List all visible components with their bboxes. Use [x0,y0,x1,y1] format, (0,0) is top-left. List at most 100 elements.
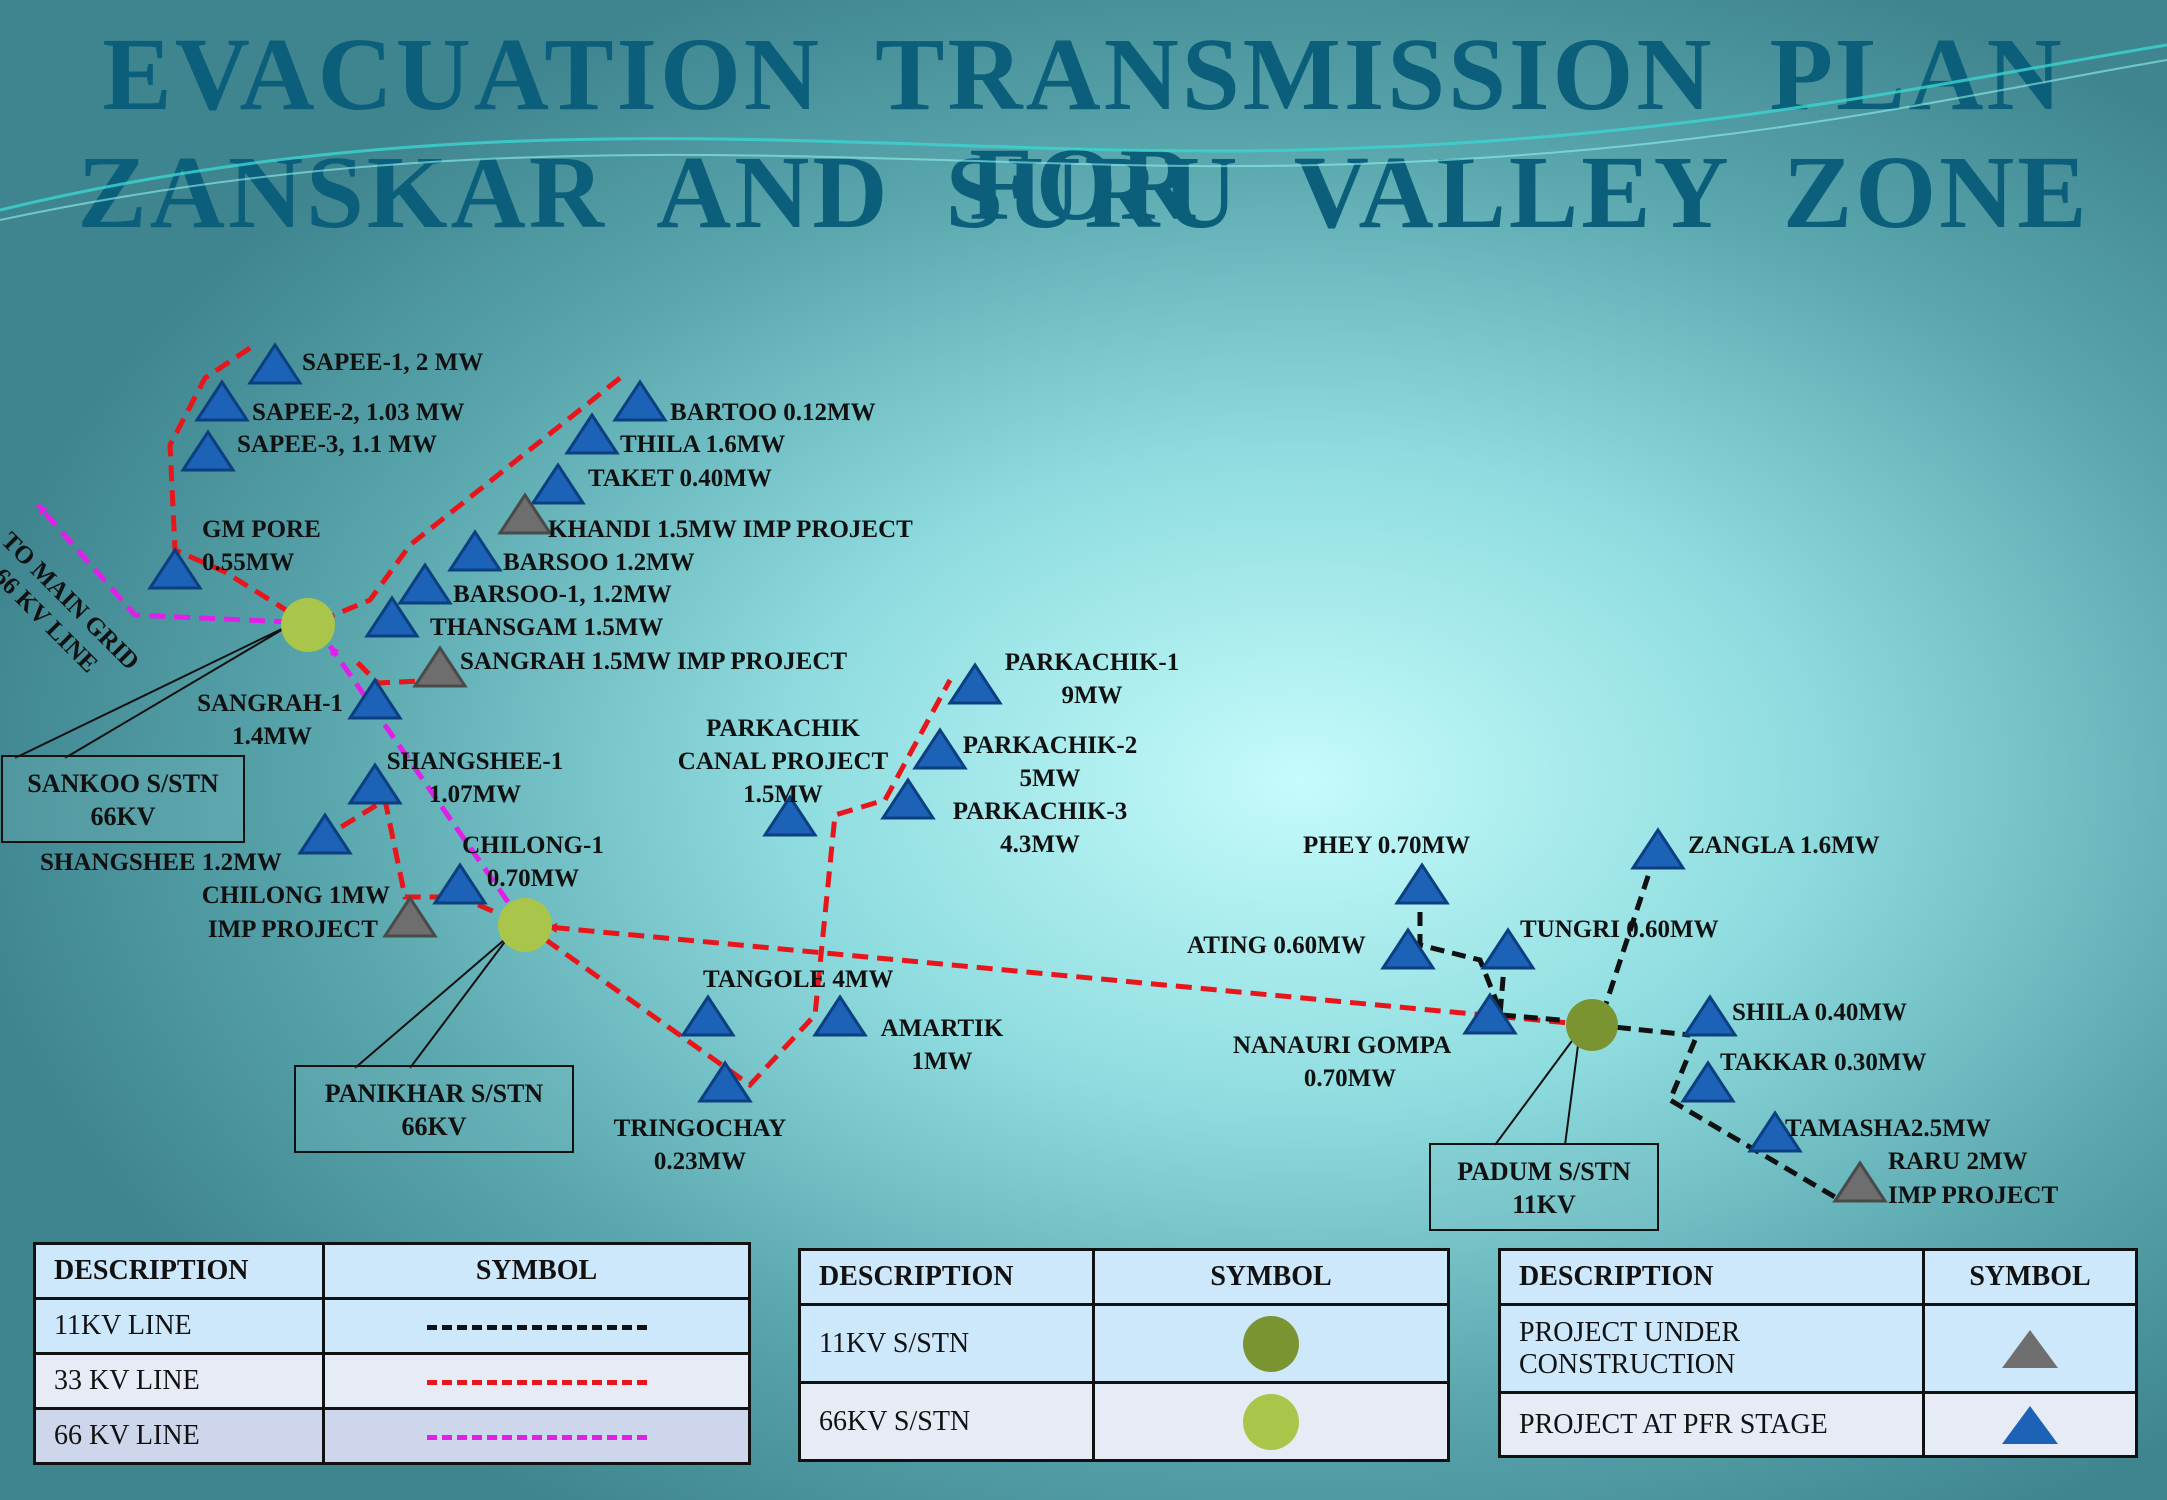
sankoo-label-1: SANKOO S/STN [27,769,219,798]
line-sankoo-main-grid [36,503,291,625]
legend-11kv-line-label: 11KV LINE [33,1297,325,1355]
line-panikhar-tringochay [523,678,953,1089]
substation-box-panikhar: PANIKHAR S/STN 66KV [294,1065,574,1153]
parkachik-1-project-icon [947,662,1003,705]
label-tangole: TANGOLE 4MW [703,966,894,993]
line-sapee-branch [167,345,312,628]
page-title-line-2: ZANSKAR AND SURU VALLEY ZONE [77,135,2090,250]
amartik-project-icon [812,994,868,1037]
line-shangshee-branch [318,796,526,928]
panikhar-label-1: PANIKHAR S/STN [325,1079,544,1108]
sapee-3-project-icon [180,429,236,472]
label-parkachik-2-1: PARKACHIK-2 [963,732,1138,759]
padum-substation-11kv [1566,999,1618,1051]
sangrah-project-icon [412,645,468,688]
parkachik-canal-project-icon [762,794,818,837]
label-zangla: ZANGLA 1.6MW [1688,832,1880,859]
label-barsoo: BARSOO 1.2MW [503,549,695,576]
legend-66kv-substation-symbol [1243,1393,1299,1450]
zangla-project-icon [1630,827,1686,870]
callout-padum [1494,1026,1582,1146]
page-title-line-1: EVACUATION TRANSMISSION PLAN FOR [102,17,2065,242]
legend-under-construction-symbol [2002,1329,2058,1368]
label-phey: PHEY 0.70MW [1303,832,1470,859]
label-sangrah: SANGRAH 1.5MW IMP PROJECT [460,648,847,675]
label-sapee-2: SAPEE-2, 1.03 MW [252,399,465,426]
legend-pfr-stage-symbol [2002,1405,2058,1444]
label-tungri: TUNGRI 0.60MW [1520,916,1719,943]
label-parkachik-3-1: PARKACHIK-3 [953,798,1128,825]
label-barsoo-1: BARSOO-1, 1.2MW [453,581,672,608]
panikhar-label-2: 66KV [402,1112,467,1141]
label-sangrah-1-1: SANGRAH-1 [197,690,343,717]
legend-11kv-line-symbol [426,1325,647,1331]
legend-under-construction-label-2: CONSTRUCTION [1519,1348,1736,1380]
legend-66kv-substation-label: 66KV S/STN [798,1381,1095,1462]
label-sapee-1: SAPEE-1, 2 MW [302,349,483,376]
label-thansgam: THANSGAM 1.5MW [430,614,663,641]
label-raru-1: RARU 2MW [1888,1148,2028,1175]
substation-box-sankoo: SANKOO S/STN 66KV [1,755,245,843]
label-canal-1: PARKACHIK [706,715,860,742]
chilong-1-project-icon [432,862,488,905]
legend-33kv-line-label: 33 KV LINE [33,1352,325,1410]
legend-66kv-line-symbol [426,1435,647,1441]
label-parkachik-1-1: PARKACHIK-1 [1005,649,1180,676]
substation-box-padum: PADUM S/STN 11KV [1429,1143,1659,1231]
callout-panikhar [354,934,511,1069]
barsoo-project-icon [447,529,503,572]
label-thila: THILA 1.6MW [620,431,785,458]
sapee-1-project-icon [247,342,303,385]
label-parkachik-3-2: 4.3MW [1000,831,1080,858]
line-phey [1417,890,1561,1023]
label-parkachik-1-2: 9MW [1061,682,1122,709]
line-shila [1594,1022,1691,1038]
legend-projects: DESCRIPTION SYMBOL PROJECT UNDER CONSTRU… [1498,1248,2138,1458]
label-shangshee: SHANGSHEE 1.2MW [40,849,282,876]
raru-project-icon [1832,1160,1888,1203]
tamasha-project-icon [1747,1110,1803,1153]
label-amartik-1: AMARTIK [881,1015,1004,1042]
label-raru-2: IMP PROJECT [1888,1182,2058,1209]
thansgam-project-icon [364,595,420,638]
header-wave [0,43,2167,212]
line-panikhar-sankoo [327,644,511,904]
taket-project-icon [530,462,586,505]
legend-under-construction-label-1: PROJECT UNDER [1519,1316,1741,1348]
label-taket: TAKET 0.40MW [588,465,772,492]
sankoo-label-2: 66KV [91,802,156,831]
label-tringochay-2: 0.23MW [654,1148,746,1175]
label-khandi: KHANDI 1.5MW IMP PROJECT [548,516,913,543]
bartoo-project-icon [612,379,668,422]
sangrah-1-project-icon [347,677,403,720]
barsoo-1-project-icon [397,562,453,605]
legend-lines-header-symbol: SYMBOL [322,1242,751,1300]
tungri-project-icon [1480,927,1536,970]
khandi-project-icon [497,492,553,535]
label-canal-2: CANAL PROJECT [678,748,889,775]
label-nanauri-1: NANAURI GOMPA [1233,1032,1451,1059]
header-wave-2 [0,59,2167,221]
phey-project-icon [1394,862,1450,905]
ating-project-icon [1380,927,1436,970]
legend-substations: DESCRIPTION SYMBOL 11KV S/STN 66KV S/STN [798,1248,1450,1462]
parkachik-3-project-icon [880,777,936,820]
label-parkachik-2-2: 5MW [1019,765,1080,792]
label-shila: SHILA 0.40MW [1732,999,1907,1026]
label-gm-pore-2: 0.55MW [202,549,294,576]
legend-pfr-stage-label: PROJECT AT PFR STAGE [1498,1391,1925,1458]
sapee-2-project-icon [194,379,250,422]
label-shangshee-1-2: 1.07MW [429,781,521,808]
label-sangrah-1-2: 1.4MW [232,723,312,750]
legend-projects-header-desc: DESCRIPTION [1498,1248,1925,1306]
legend-substations-header-symbol: SYMBOL [1092,1248,1450,1306]
label-shangshee-1-1: SHANGSHEE-1 [387,748,563,775]
line-zangla [1597,854,1658,1023]
label-tringochay-1: TRINGOCHAY [614,1115,787,1142]
tringochay-project-icon [697,1060,753,1103]
shangshee-project-icon [297,812,353,855]
gm-pore-project-icon [147,547,203,590]
panikhar-substation-66kv [498,898,552,952]
padum-label-1: PADUM S/STN [1457,1157,1631,1186]
